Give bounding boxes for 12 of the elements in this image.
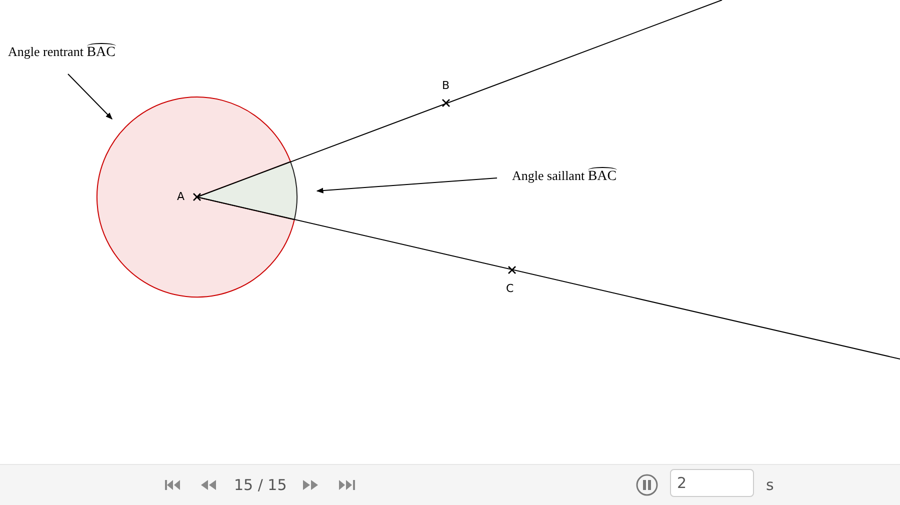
slide-counter: 15 / 15 xyxy=(234,476,287,494)
point-label: A xyxy=(177,190,185,203)
seconds-unit: s xyxy=(766,476,774,494)
annotation-text: Angle rentrant BAC xyxy=(8,44,116,61)
leader-arrow xyxy=(68,74,112,120)
reflex-angle-region xyxy=(96,96,295,298)
point-label: C xyxy=(506,282,514,295)
annotation-text: Angle saillant BAC xyxy=(512,168,617,185)
point-label: B xyxy=(442,79,450,92)
salient-angle-sector xyxy=(196,161,298,220)
duration-field: 2 xyxy=(670,469,754,497)
leader-arrow xyxy=(316,178,498,194)
